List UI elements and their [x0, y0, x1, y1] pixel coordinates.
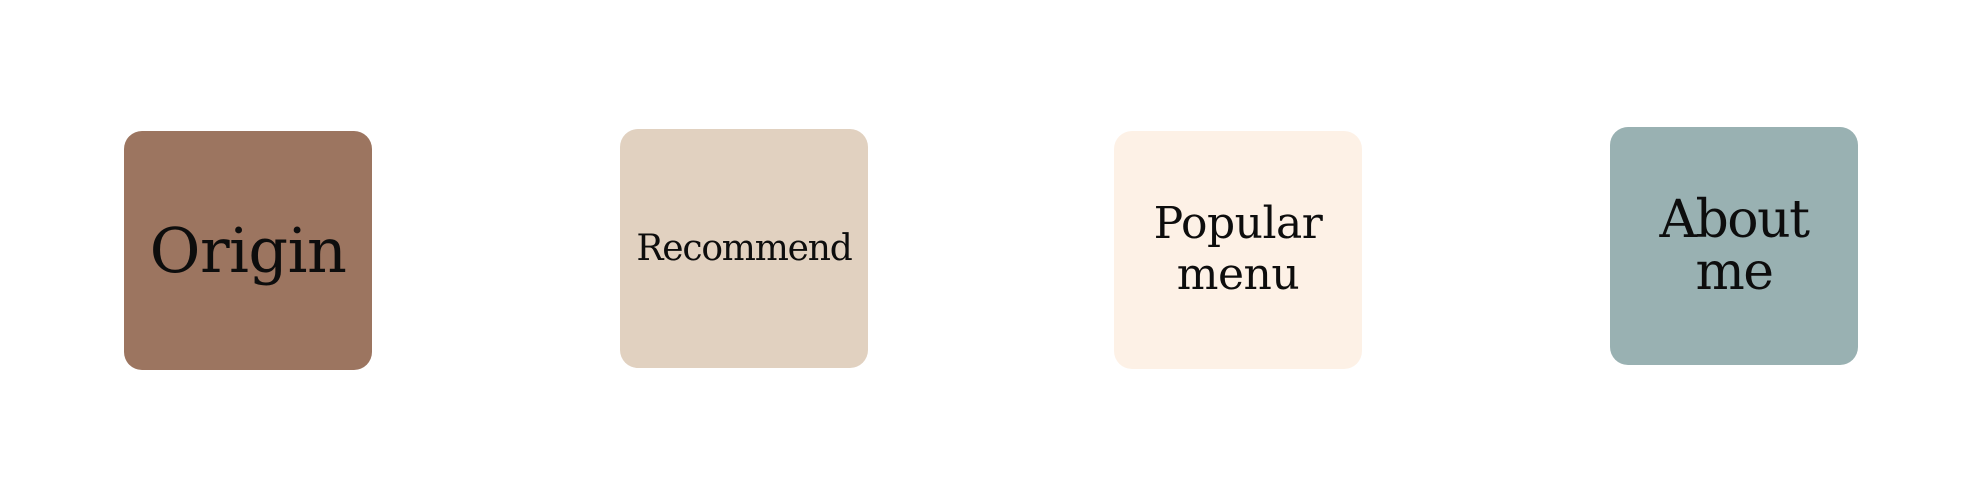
recommend-button[interactable]: Recommend [620, 129, 868, 368]
about-me-button[interactable]: About me [1610, 127, 1858, 365]
popular-menu-label: Popular menu [1153, 198, 1323, 300]
popular-menu-button[interactable]: Popular menu [1114, 131, 1362, 369]
origin-label: Origin [149, 213, 347, 287]
about-me-label: About me [1659, 190, 1810, 302]
recommend-label: Recommend [636, 227, 852, 269]
origin-button[interactable]: Origin [124, 131, 372, 370]
